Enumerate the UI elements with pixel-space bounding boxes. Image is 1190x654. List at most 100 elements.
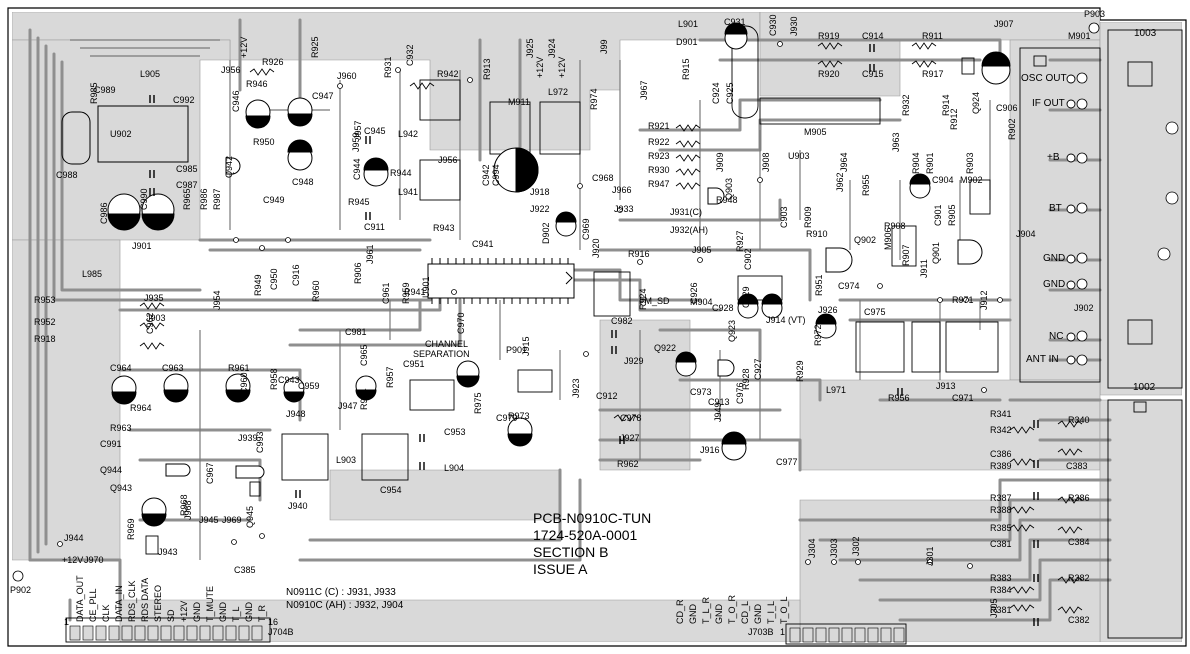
component-label: J303 (829, 538, 839, 558)
component-label: R943 (433, 223, 455, 233)
connector-1002: 1002 (1133, 382, 1156, 393)
component-label: C903 (779, 206, 789, 228)
component-label: D902 (541, 222, 551, 244)
component-label: C971 (952, 393, 974, 403)
component-label: R904 (911, 152, 921, 174)
component-label: C975 (864, 307, 886, 317)
j703b-pin-label: GND (688, 604, 698, 624)
component-label: R952 (34, 317, 56, 327)
component-label: J914 (VT) (766, 315, 806, 325)
component-label: C381 (990, 539, 1012, 549)
component-label: C946 (231, 90, 241, 112)
component-label: J932(AH) (670, 225, 709, 235)
component-label: J913 (936, 381, 956, 391)
component-label: R918 (34, 334, 56, 344)
electrolytic-caps (107, 22, 1011, 527)
component-label: C902 (743, 248, 753, 270)
j704b-pin-label: T_R (257, 604, 267, 622)
component-label: R915 (681, 58, 691, 80)
component-label: C911 (364, 222, 385, 232)
component-label: R962 (617, 459, 639, 469)
j704b-pin-label: GND (192, 602, 202, 622)
component-label: R911 (922, 31, 943, 41)
component-label: J304 (807, 538, 817, 558)
component-label: R971 (952, 295, 974, 305)
component-label: R957 (385, 366, 395, 388)
component-label: R913 (482, 58, 492, 80)
component-label: R948 (716, 195, 738, 205)
j704b-pin-label: T_MUTE (205, 586, 215, 622)
assembly-notes: N0911C (C) : J931, J933 N0910C (AH) : J9… (286, 586, 403, 612)
component-label: C947 (312, 91, 334, 101)
port-pads (1066, 74, 1076, 365)
component-label: J929 (624, 356, 644, 366)
component-label: R949 (253, 274, 263, 296)
component-label: J961 (365, 244, 375, 264)
j704b-pin-label: RDS DATA (140, 577, 150, 622)
component-label: R342 (990, 425, 1012, 435)
component-label: C988 (56, 170, 78, 180)
component-label: C904 (932, 175, 954, 185)
component-label: C961 (381, 282, 391, 304)
component-label: J962 (835, 172, 845, 192)
j704b-pin-label: T_L (231, 606, 241, 622)
component-label: C382 (1068, 615, 1090, 625)
component-label: M904 (690, 297, 713, 307)
component-label: R385 (990, 523, 1012, 533)
component-label: J99 (599, 39, 609, 54)
component-label: C929 (741, 286, 751, 308)
component-label: U903 (788, 151, 810, 161)
component-label: R925 (310, 36, 320, 58)
component-label: M905 (804, 127, 827, 137)
component-label: R951 (814, 274, 824, 296)
copper-pour (12, 12, 1182, 642)
component-label: L903 (336, 455, 357, 465)
j704b-pin-label: DATA_IN (114, 585, 124, 622)
component-label: J933 (614, 204, 634, 214)
component-label: R963 (110, 423, 132, 433)
component-label: J902 (1074, 303, 1094, 313)
component-label: C912 (596, 391, 618, 401)
component-label: C915 (862, 69, 884, 79)
component-label: C960 (239, 372, 249, 394)
component-label: C968 (592, 173, 614, 183)
component-label: P901 (506, 345, 528, 355)
component-label: R912 (949, 108, 959, 130)
component-label: R946 (246, 79, 268, 89)
component-label: Q902 (854, 235, 877, 245)
component-label: C944 (352, 158, 362, 180)
component-label: L941 (398, 187, 419, 197)
j704b-pin-label: DATA_OUT (75, 575, 85, 622)
j704b-name: J704B (268, 627, 294, 637)
j704b-pin-label: CLK (101, 604, 111, 622)
component-label: C945 (364, 126, 386, 136)
component-label: R903 (965, 152, 975, 174)
component-label: R921 (648, 121, 670, 131)
component-label: R386 (1068, 493, 1090, 503)
component-label: +12V (557, 56, 567, 78)
port-gnd-1: GND (1043, 253, 1066, 264)
component-label: J305 (989, 598, 999, 618)
component-label: R972 (813, 324, 823, 346)
j703b-pin-label: GND (753, 604, 763, 624)
component-label: R955 (861, 174, 871, 196)
j704b-pin-label: +12V (179, 600, 189, 622)
component-label: J926 (818, 305, 838, 315)
component-label: J939 (238, 433, 258, 443)
component-label: J907 (994, 19, 1014, 29)
component-label: J916 (700, 445, 720, 455)
j704b-fingers (69, 625, 263, 641)
component-label: R340 (1068, 415, 1090, 425)
assembly-note: N0910C (AH) : J932, J904 (286, 600, 404, 611)
component-label: J920 (591, 238, 601, 258)
component-label: J922 (530, 204, 550, 214)
component-label: Q942 (224, 155, 234, 178)
component-label: C981 (345, 327, 367, 337)
component-label: R384 (990, 585, 1012, 595)
component-label: C969 (581, 218, 591, 240)
component-label: C943 (278, 375, 300, 385)
component-label: J948 (286, 409, 306, 419)
component-label: J904 (1016, 229, 1036, 239)
component-label: C993 (255, 431, 265, 453)
